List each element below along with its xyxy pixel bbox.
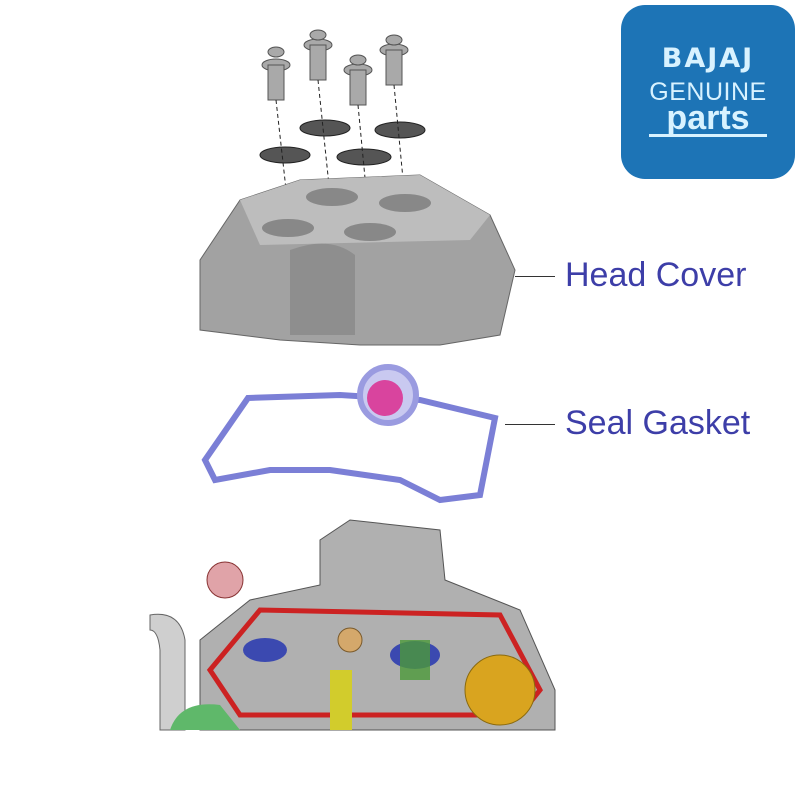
bolt-guide-lines bbox=[275, 79, 406, 231]
seal-gasket-leader-line bbox=[505, 424, 555, 425]
bolt bbox=[379, 34, 409, 86]
logo-underline bbox=[649, 134, 767, 137]
head-cover-label: Head Cover bbox=[565, 256, 747, 294]
cylinder-head-shape bbox=[149, 519, 556, 731]
logo-brand: BAJAJ bbox=[661, 43, 755, 74]
seal-gasket-shape bbox=[201, 364, 499, 504]
bolt bbox=[343, 54, 373, 106]
logo-line1: GENUINE bbox=[649, 78, 767, 106]
logo-line2: parts bbox=[666, 99, 750, 137]
head-cover-shape bbox=[199, 174, 516, 346]
washers bbox=[259, 119, 426, 166]
bajaj-genuine-parts-logo: BAJAJ GENUINE parts bbox=[621, 5, 795, 179]
head-cover-leader-line bbox=[515, 276, 555, 277]
bolt bbox=[303, 29, 333, 81]
bolts bbox=[261, 29, 409, 106]
seal-gasket-label: Seal Gasket bbox=[565, 404, 751, 442]
bolt bbox=[261, 46, 291, 101]
